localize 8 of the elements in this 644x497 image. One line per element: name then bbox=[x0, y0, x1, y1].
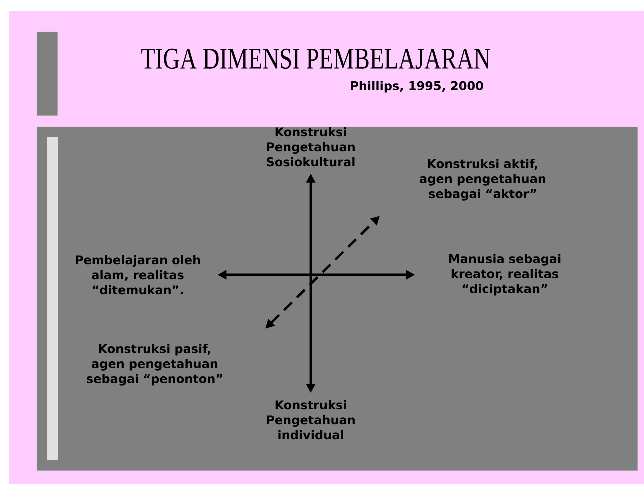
axis-label: Pembelajaran oleh alam, realitas “ditemukan”. bbox=[76, 255, 200, 295]
axis-label: Konstruksi Pengetahuan individual bbox=[267, 400, 355, 440]
title: TIGA DIMENSI PEMBELAJARAN bbox=[142, 48, 490, 70]
axis-label: Manusia sebagai kreator, realitas “diciptakan” bbox=[449, 254, 561, 296]
citation: Phillips, 1995, 2000 bbox=[351, 81, 484, 93]
axis-label: Konstruksi aktif, agen pengetahuan sebagai “aktor” bbox=[420, 159, 546, 201]
axis-label: Konstruksi pasif, agen pengetahuan sebagai “penonton” bbox=[87, 344, 222, 386]
axis-label: Konstruksi Pengetahuan Sosiokultural bbox=[267, 127, 355, 167]
